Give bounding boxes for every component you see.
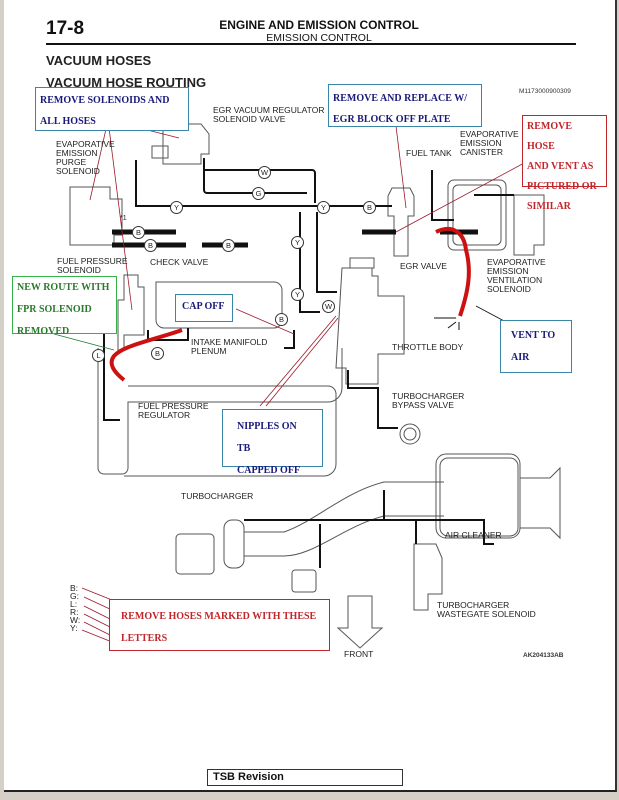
- red-vent-hose: [435, 226, 471, 317]
- hose-code-y: Y: [291, 288, 304, 301]
- label-air-cleaner: AIR CLEANER: [445, 530, 502, 540]
- note-cap-off: CAP OFF: [175, 294, 233, 322]
- label-evap-purge-solenoid: EVAPORATIVE EMISSION PURGE SOLENOID: [56, 139, 115, 176]
- legend-letter-y: Y:: [70, 623, 78, 633]
- legend-letter-b: B:: [70, 583, 79, 593]
- hose-code-w: W: [258, 166, 271, 179]
- hose-code-l: L: [92, 349, 105, 362]
- label-turbocharger-wastegate-solenoid: TURBOCHARGER WASTEGATE SOLENOID: [437, 600, 536, 619]
- turbocharger-shape: [175, 533, 215, 575]
- label-egr-valve: EGR VALVE: [400, 261, 447, 271]
- legend-letter-g: G:: [70, 591, 79, 601]
- label-fuel-pressure-regulator: FUEL PRESSURE REGULATOR: [138, 401, 209, 420]
- note-vent-to-air: VENT TO AIR: [500, 320, 572, 373]
- hose-code-b: B: [275, 313, 288, 326]
- vent-leader-line: [475, 305, 507, 323]
- label-evap-ventilation-solenoid: EVAPORATIVE EMISSION VENTILATION SOLENOI…: [487, 257, 546, 294]
- hose-code-b: B: [132, 226, 145, 239]
- hose-code-b: B: [222, 239, 235, 252]
- hose-code-b: B: [144, 239, 157, 252]
- tsb-revision-box: TSB Revision: [207, 769, 403, 786]
- label-egr-vacuum-regulator: EGR VACUUM REGULATOR SOLENOID VALVE: [213, 105, 325, 124]
- egr-vacuum-regulator-solenoid-shape: [151, 123, 210, 165]
- legend-letter-w: W:: [70, 615, 81, 625]
- label-evap-canister: EVAPORATIVE EMISSION CANISTER: [460, 129, 519, 157]
- evap-purge-solenoid-shape: [69, 186, 123, 246]
- figure-ref-bottom: AK204133AB: [523, 652, 564, 659]
- figure-ref-top: M1173000900309: [519, 88, 571, 95]
- legend-letter-l: L:: [70, 599, 78, 609]
- hose-g: [203, 160, 307, 194]
- throttle-body-shape: [335, 257, 405, 385]
- label-turbocharger: TURBOCHARGER: [181, 491, 254, 501]
- manual-page: 17-8 ENGINE AND EMISSION CONTROL EMISSIO…: [4, 0, 617, 792]
- hose-code-w: W: [322, 300, 335, 313]
- section-title: VACUUM HOSES: [46, 53, 152, 68]
- label-fuel-tank: FUEL TANK: [406, 148, 452, 158]
- evap-canister-shape: [447, 179, 507, 251]
- footnote-marker: *1: [120, 215, 127, 222]
- red-rerouted-hose: [109, 328, 183, 382]
- label-check-valve: CHECK VALVE: [150, 257, 209, 267]
- note-egr-block-off: REMOVE AND REPLACE W/ EGR BLOCK OFF PLAT…: [328, 84, 482, 127]
- hose-code-y: Y: [170, 201, 183, 214]
- hose-letter-legend: B: G: L: R: W: Y:: [70, 583, 81, 633]
- air-cleaner-shape: [439, 457, 519, 537]
- green-leader-line: [53, 333, 115, 351]
- bypass-valve-shape: [399, 423, 421, 445]
- label-front: FRONT: [344, 649, 374, 659]
- fuel-pressure-solenoid-shape: [117, 274, 145, 351]
- label-throttle-body: THROTTLE BODY: [392, 342, 464, 352]
- label-intake-manifold-plenum: INTAKE MANIFOLD PLENUM: [191, 337, 268, 356]
- hose-code-b: B: [151, 347, 164, 360]
- engine-body-shape: [97, 348, 343, 475]
- note-remove-hoses-letters: REMOVE HOSES MARKED WITH THESE LETTERS: [109, 599, 330, 651]
- note-new-route: NEW ROUTE WITH FPR SOLENOID REMOVED: [12, 276, 117, 337]
- note-nipples-capped: NIPPLES ON TB CAPPED OFF: [222, 409, 323, 476]
- note-remove-hose-vent: REMOVE HOSE AND VENT AS PICTURED OR SIMI…: [522, 115, 607, 212]
- hose-code-y: Y: [317, 201, 330, 214]
- wastegate-solenoid-shape: [413, 543, 443, 611]
- evap-ventilation-solenoid-shape: [513, 194, 545, 256]
- header-rule: [46, 43, 576, 45]
- subsection-title: VACUUM HOSE ROUTING: [46, 75, 207, 90]
- vent-mark-icon: [434, 317, 460, 330]
- hose-code-y: Y: [291, 236, 304, 249]
- note-remove-solenoids: REMOVE SOLENOIDS AND ALL HOSES: [35, 87, 189, 131]
- legend-letter-r: R:: [70, 607, 79, 617]
- label-fuel-pressure-solenoid: FUEL PRESSURE SOLENOID: [57, 256, 128, 275]
- hose-y-top: [135, 160, 326, 207]
- chapter-subtitle: EMISSION CONTROL: [266, 32, 372, 44]
- egr-valve-shape: [387, 187, 415, 257]
- chapter-title: ENGINE AND EMISSION CONTROL: [219, 18, 419, 32]
- front-arrow-icon: [336, 595, 384, 649]
- hose-code-b: B: [363, 201, 376, 214]
- label-turbocharger-bypass-valve: TURBOCHARGER BYPASS VALVE: [392, 391, 465, 410]
- vacuum-hose-diagram: [53, 119, 561, 649]
- annotation-leader-lines: [81, 119, 527, 643]
- page-number: 17-8: [46, 18, 85, 39]
- hose-code-g: G: [252, 187, 265, 200]
